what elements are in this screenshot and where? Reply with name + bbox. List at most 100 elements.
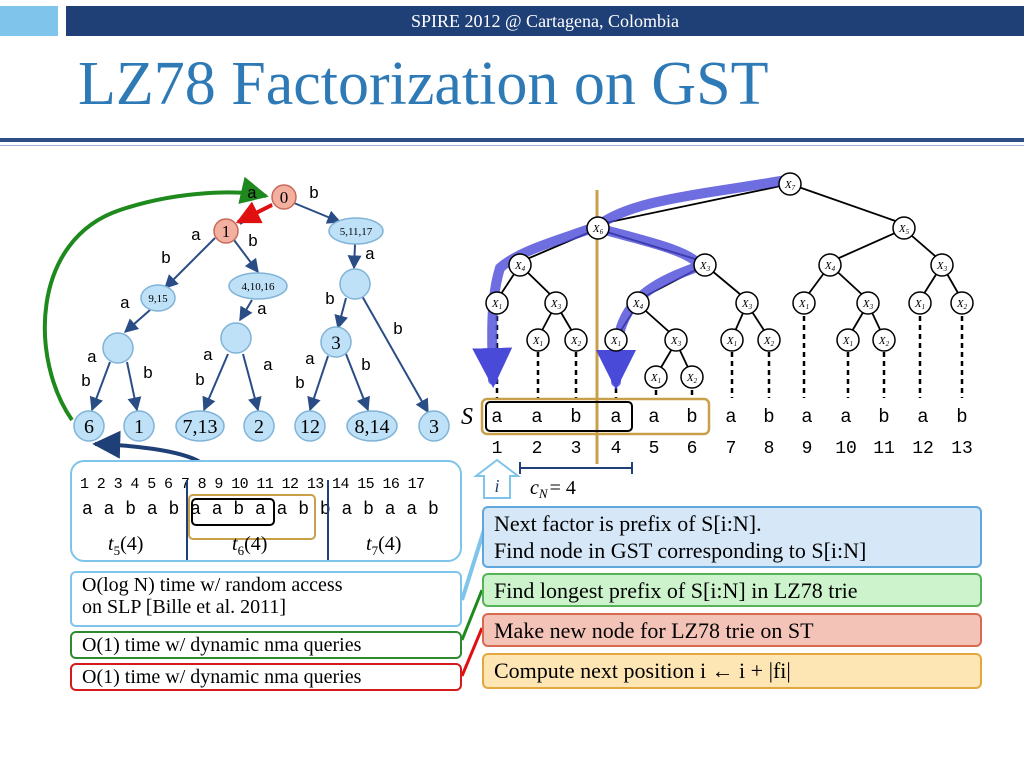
factor-t6: t6(4) [232, 533, 268, 558]
edge-letter: a [247, 185, 257, 204]
i-label: i [494, 476, 499, 496]
svg-text:a: a [801, 406, 812, 428]
trie-node [228, 272, 288, 300]
edge-letter: a [365, 246, 375, 265]
svg-text:a: a [840, 406, 851, 428]
svg-text:X2: X2 [763, 335, 775, 348]
edge-letter: b [195, 372, 205, 391]
edge-letter: b [161, 250, 171, 269]
svg-text:7: 7 [726, 439, 737, 459]
step-find-gst-node: Next factor is prefix of S[i:N]. Find no… [482, 506, 982, 568]
string-positions: 1 2 3 4 5 6 7 8 9 10 11 12 13 14 15 16 1… [80, 476, 425, 493]
trie-node [320, 326, 352, 358]
trie-node-label: 9,15 [148, 293, 168, 305]
trie-edge [293, 202, 342, 224]
string-black-box [191, 498, 275, 526]
step-line: Make new node for LZ78 trie on ST [494, 618, 814, 643]
title-divider [0, 138, 1024, 142]
slide-title: LZ78 Factorization on GST [78, 50, 769, 118]
step-make-node: Make new node for LZ78 trie on ST [482, 613, 982, 647]
svg-text:X5: X5 [898, 223, 910, 236]
edge-letter: a [120, 295, 130, 314]
edge-letter: a [263, 357, 273, 376]
trie-leaf-label: 8,14 [355, 416, 390, 438]
trie-edge [233, 239, 259, 274]
match-box [485, 401, 633, 432]
connector-green [460, 589, 484, 641]
svg-text:6: 6 [687, 439, 698, 459]
svg-text:a: a [648, 406, 659, 428]
trie-leaf-label: 6 [84, 416, 94, 438]
cn-span [519, 462, 633, 474]
factor-divider [186, 480, 188, 560]
svg-text:11: 11 [873, 439, 895, 459]
svg-text:X2: X2 [956, 298, 968, 311]
complexity-nma-1: O(1) time w/ dynamic nma queries [70, 631, 462, 659]
edge-letter: b [81, 373, 91, 392]
edge-letter: a [305, 351, 315, 370]
svg-text:X1: X1 [798, 298, 809, 311]
svg-text:b: b [570, 406, 581, 428]
edge-letter: b [143, 365, 153, 384]
slp-leaf-links [495, 316, 964, 398]
lz78-trie [89, 202, 429, 414]
svg-text:X1: X1 [650, 372, 661, 385]
string-panel [70, 460, 462, 562]
step-line: Compute next position i ← i + |fi| [494, 658, 791, 683]
header-bar [66, 6, 1024, 36]
edge-letter: b [248, 233, 258, 252]
trie-node [102, 332, 134, 364]
svg-text:X2: X2 [686, 372, 698, 385]
step-next-position: Compute next position i ← i + |fi| [482, 653, 982, 689]
cn-label: cN= 4 [530, 477, 576, 501]
complexity-random-access: O(log N) time w/ random access on SLP [B… [70, 571, 462, 627]
trie-nodes [73, 184, 450, 442]
edge-letter: b [295, 375, 305, 394]
svg-text:X1: X1 [491, 298, 502, 311]
trie-edge [334, 297, 349, 330]
trie-edge [89, 361, 111, 412]
svg-text:X1: X1 [914, 298, 925, 311]
svg-text:9: 9 [802, 439, 813, 459]
svg-text:X2: X2 [570, 335, 582, 348]
edge-letter: a [191, 227, 201, 246]
connector-red [460, 627, 484, 677]
svg-text:X4: X4 [514, 260, 526, 273]
trie-leaf [175, 410, 225, 442]
highlight-paths [472, 175, 791, 390]
trie-leaf-label: 7,13 [183, 416, 218, 438]
edge-letter: a [257, 301, 267, 320]
svg-text:4: 4 [611, 439, 622, 459]
step-line: Find node in GST corresponding to S[i:N] [494, 538, 867, 563]
edge-letter: b [393, 321, 403, 340]
navy-lookup-arrow [92, 430, 202, 464]
complexity-nma-2: O(1) time w/ dynamic nma queries [70, 663, 462, 691]
trie-leaf [418, 410, 450, 442]
string-gold-box [188, 494, 316, 540]
svg-text:a: a [725, 406, 736, 428]
svg-text:a: a [610, 406, 621, 428]
edge-letter: b [309, 185, 319, 204]
svg-text:3: 3 [571, 439, 582, 459]
edge-letter: b [325, 291, 335, 310]
trie-edge [164, 237, 216, 289]
step-line: Next factor is prefix of S[i:N]. [494, 511, 762, 536]
red-new-node-arrow [235, 201, 273, 224]
suffix-box [480, 397, 711, 436]
svg-text:X6: X6 [592, 223, 604, 236]
slp-nodes [485, 172, 974, 389]
s-chars: a a b a a b a b a a b a b [491, 406, 967, 428]
svg-text:13: 13 [951, 439, 973, 459]
trie-leaf-label: 12 [300, 416, 320, 438]
trie-node-label: 3 [331, 333, 341, 354]
svg-text:X3: X3 [550, 298, 562, 311]
trie-edge [361, 295, 429, 414]
svg-text:10: 10 [835, 439, 857, 459]
edge-letter: b [361, 357, 371, 376]
svg-text:1: 1 [492, 439, 503, 459]
trie-node-1 [213, 218, 239, 244]
factor-divider [327, 480, 329, 560]
edge-letter: a [203, 347, 213, 366]
svg-text:X1: X1 [726, 335, 737, 348]
